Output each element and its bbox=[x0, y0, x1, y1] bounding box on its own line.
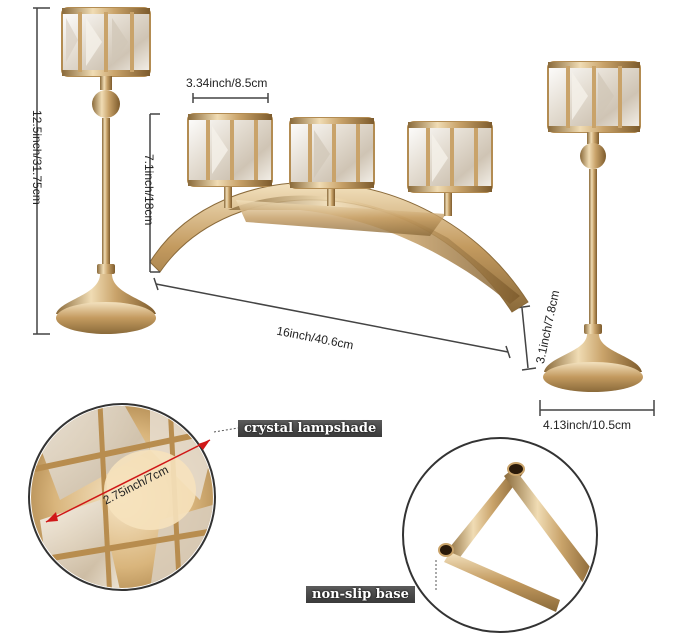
dimension-line-tall bbox=[33, 7, 50, 335]
base-width-label: 4.13inch/10.5cm bbox=[543, 418, 632, 432]
center-height-label: 7.1inch/18cm bbox=[142, 154, 156, 226]
zoom-non-slip-base bbox=[402, 437, 598, 633]
tall-height-label: 12.5inch/31.75cm bbox=[30, 110, 44, 205]
non-slip-base-tag: non-slip base bbox=[306, 586, 415, 603]
tall-candle-holder-right bbox=[543, 61, 643, 392]
tall-candle-holder-left bbox=[56, 7, 156, 334]
dimension-line-base bbox=[515, 305, 655, 416]
crystal-cup-center bbox=[289, 117, 375, 189]
measure-arrow bbox=[45, 439, 211, 523]
dimension-line-center bbox=[149, 93, 511, 359]
center-candle-holder bbox=[149, 113, 529, 313]
crystal-cup-left bbox=[187, 113, 273, 187]
crystal-cup-right bbox=[407, 121, 493, 193]
crystal-lampshade-tag: crystal lampshade bbox=[238, 420, 383, 437]
cup-width-label: 3.34inch/8.5cm bbox=[186, 76, 268, 90]
